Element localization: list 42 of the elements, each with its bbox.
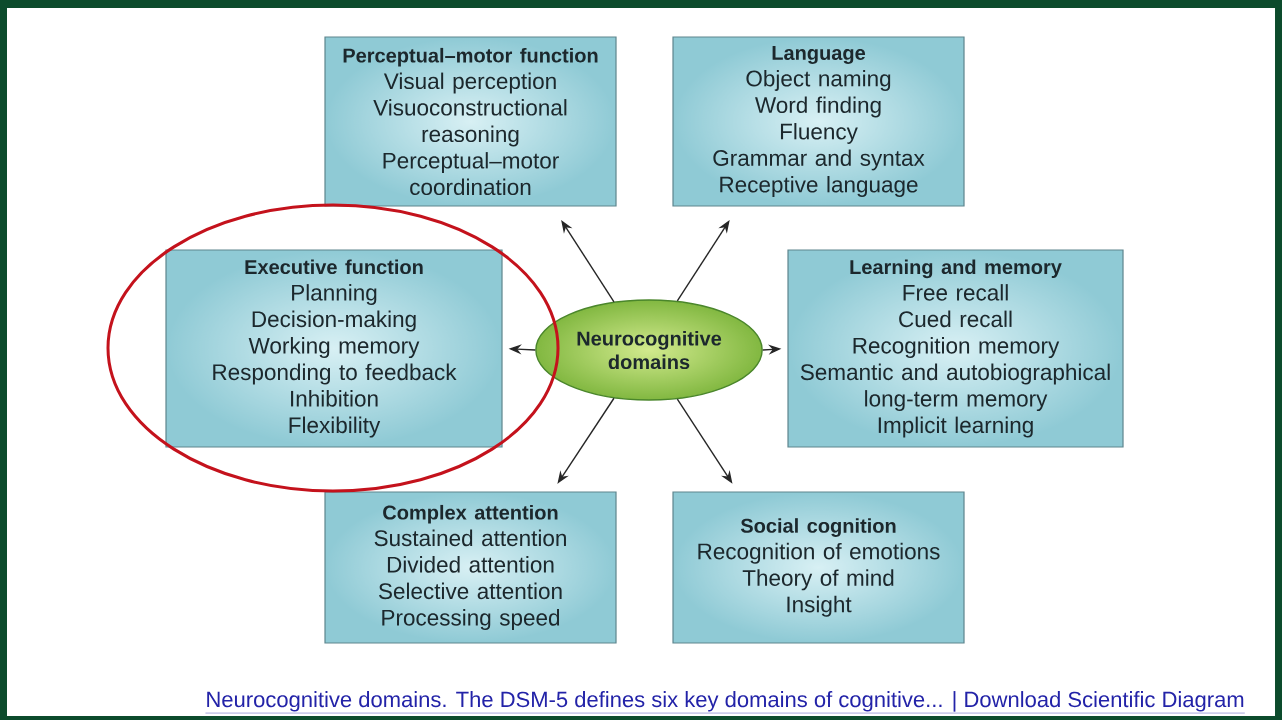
box-heading: Complex attention	[383, 504, 558, 524]
domain-box	[672, 491, 965, 644]
list-item: Fluency	[780, 123, 858, 144]
list-item: Implicit learning	[878, 416, 1033, 438]
list-item: Recognition memory	[853, 337, 1060, 359]
node-label: Neurocognitive domains	[577, 330, 722, 370]
list-item: Decision-making	[252, 310, 416, 332]
domain-box	[787, 249, 1124, 448]
domain-box	[324, 36, 617, 207]
list-item: Semantic and autobiographical long-term memory	[800, 363, 1110, 412]
list-item: Theory of mind	[742, 569, 894, 591]
domain-box	[672, 36, 965, 207]
list-item: Insight	[787, 595, 852, 617]
domain-box	[324, 491, 617, 644]
list-item: Processing speed	[382, 609, 560, 631]
list-item: Inhibition	[291, 390, 378, 407]
list-item: Recognition of emotions	[698, 542, 940, 564]
list-item: Object naming	[746, 70, 891, 91]
list-item: Planning	[292, 284, 377, 306]
box-heading: Social cognition	[740, 518, 896, 537]
box-heading: Language	[772, 46, 866, 65]
list-item: Perceptual–motor coordination	[383, 152, 559, 196]
central-ellipse	[535, 299, 763, 401]
box-heading: Executive function	[245, 259, 423, 275]
list-item: Receptive language	[720, 176, 918, 197]
list-item: Visuoconstructional reasoning	[373, 99, 567, 147]
caption-link: Neurocognitive domains. The DSM-5 defines six key domains of cognitive... | Download Scientific Diagram	[205, 691, 1245, 714]
list-item: Selective attention	[378, 582, 562, 600]
list-item: Visual perception	[383, 72, 556, 94]
list-item: Cued recall	[899, 310, 1012, 328]
list-item: Working memory	[248, 337, 420, 359]
domain-box	[165, 249, 503, 448]
list-item: Divided attention	[387, 556, 554, 573]
list-item: Word finding	[755, 96, 881, 118]
list-item: Free recall	[903, 284, 1008, 301]
box-heading: Learning and memory	[850, 259, 1062, 279]
arrow	[676, 220, 730, 302]
list-item: Flexibility	[289, 416, 381, 438]
list-item: Responding to feedback	[213, 363, 457, 385]
box-heading: Perceptual–motor function	[343, 47, 598, 67]
list-item: Sustained attention	[374, 529, 566, 547]
list-item: Grammar and syntax	[713, 149, 925, 171]
